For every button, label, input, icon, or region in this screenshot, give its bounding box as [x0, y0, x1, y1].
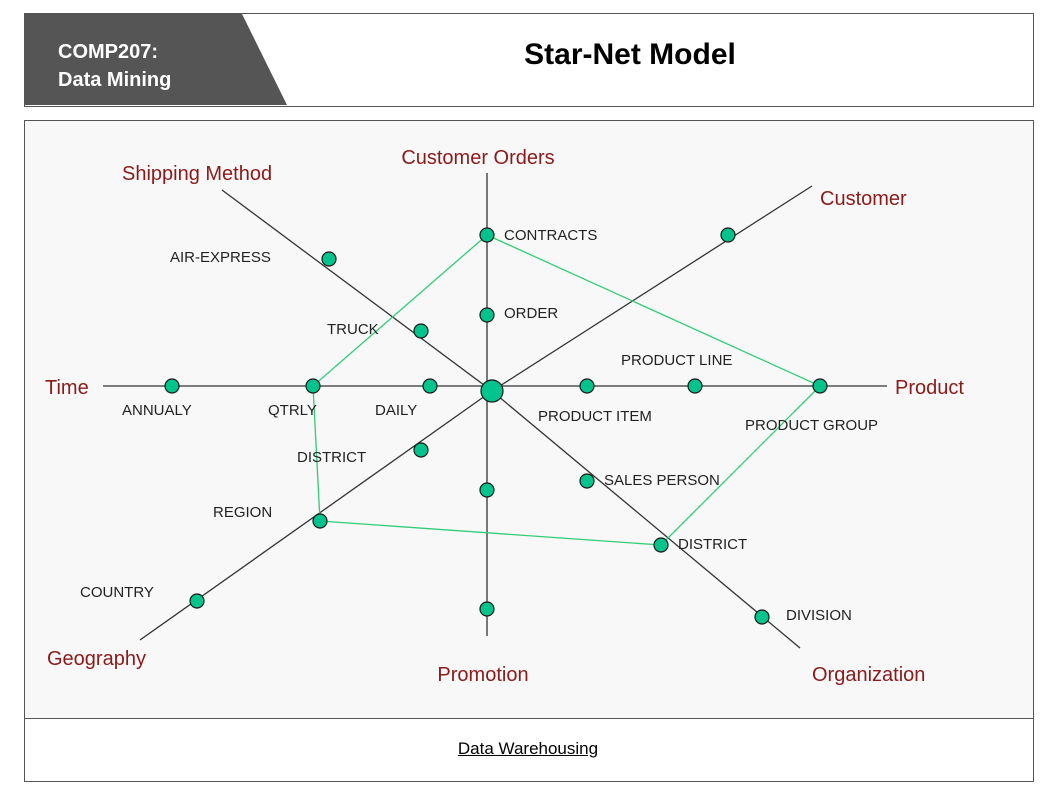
course-tab-shape: [25, 14, 287, 105]
node-promotion-1: [479, 482, 495, 498]
query-line: [312, 385, 321, 522]
node-customer: [720, 227, 736, 243]
level-label-product-item: PRODUCT ITEM: [538, 408, 652, 425]
node-sales-person: [579, 473, 595, 489]
node-country: [189, 593, 205, 609]
query-line: [312, 234, 488, 387]
dimension-label-customer-orders: Customer Orders: [401, 147, 554, 169]
query-lines: [312, 234, 821, 546]
axis-line-organization: [491, 390, 801, 649]
level-label-sales-person: SALES PERSON: [604, 472, 720, 489]
node-order: [479, 307, 495, 323]
level-label-daily: DAILY: [375, 402, 417, 419]
node-district-geo: [413, 442, 429, 458]
axis-line-shipping-method: [221, 189, 493, 392]
query-line: [486, 234, 821, 387]
dimension-label-promotion: Promotion: [437, 664, 528, 686]
course-tab: [25, 14, 287, 105]
nodes: [164, 227, 828, 625]
node-annualy: [164, 378, 180, 394]
level-label-air-express: AIR-EXPRESS: [170, 249, 271, 266]
node-product-group: [812, 378, 828, 394]
query-line: [660, 385, 821, 546]
content-panel: [24, 120, 1034, 720]
axis-lines: [103, 173, 887, 649]
node-region: [312, 513, 328, 529]
level-label-region: REGION: [213, 504, 272, 521]
dimension-labels: Customer Orders Shipping Method Customer…: [45, 147, 964, 686]
level-label-qtrly: QTRLY: [268, 402, 317, 419]
footer-text: Data Warehousing: [457, 739, 599, 758]
axis-line-customer: [491, 185, 813, 392]
dimension-label-customer: Customer: [820, 188, 907, 210]
level-label-contracts: CONTRACTS: [504, 227, 597, 244]
node-district-org: [653, 537, 669, 553]
node-contracts: [479, 227, 495, 243]
node-air-express: [321, 251, 337, 267]
node-product-item: [579, 378, 595, 394]
level-label-truck: TRUCK: [327, 321, 379, 338]
level-label-division: DIVISION: [786, 607, 852, 624]
level-label-product-group: PRODUCT GROUP: [745, 417, 878, 434]
level-label-annualy: ANNUALY: [122, 402, 192, 419]
dimension-label-time: Time: [45, 377, 89, 399]
course-label: COMP207: Data Mining: [58, 41, 172, 91]
level-labels: CONTRACTS ORDER AIR-EXPRESS TRUCK PRODUC…: [80, 227, 878, 624]
center-node: [480, 379, 504, 403]
dimension-label-shipping-method: Shipping Method: [122, 163, 272, 185]
query-line: [319, 520, 662, 546]
node-promotion-2: [479, 601, 495, 617]
node-division: [754, 609, 770, 625]
level-label-district-geo: DISTRICT: [297, 449, 366, 466]
level-label-country: COUNTRY: [80, 584, 154, 601]
dimension-label-organization: Organization: [812, 664, 925, 686]
level-label-district-org: DISTRICT: [678, 536, 747, 553]
node-product-line: [687, 378, 703, 394]
dimension-label-geography: Geography: [47, 648, 146, 670]
footer-panel: [24, 718, 1034, 782]
dimension-label-product: Product: [895, 377, 964, 399]
node-daily: [422, 378, 438, 394]
level-label-order: ORDER: [504, 305, 558, 322]
level-label-product-line: PRODUCT LINE: [621, 352, 732, 369]
node-qtrly: [305, 378, 321, 394]
node-truck: [413, 323, 429, 339]
slide-title: Star-Net Model: [524, 38, 736, 71]
